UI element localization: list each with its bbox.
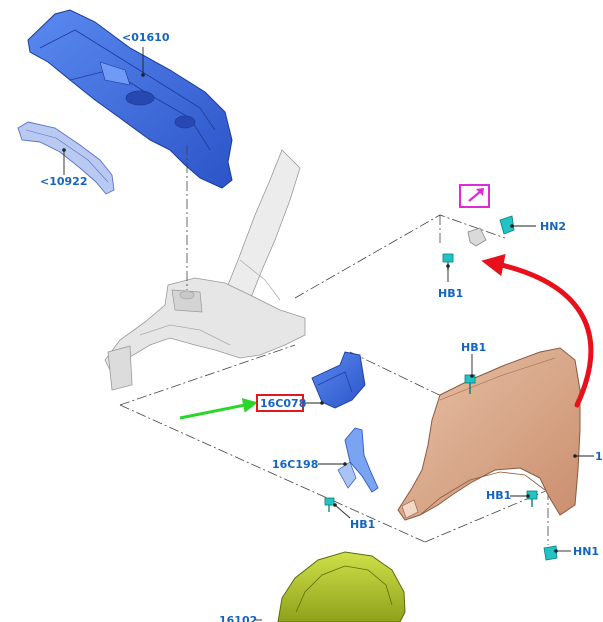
label-hb1-top[interactable]: HB1	[438, 287, 463, 300]
label-hb1-bracket[interactable]: HB1	[350, 518, 375, 531]
leader-lines	[62, 47, 594, 621]
fastener-hb1-fender-upper	[464, 374, 476, 394]
green-pointer-arrow	[179, 397, 258, 420]
fastener-hn2	[499, 215, 515, 235]
label-bracket-16c198[interactable]: 16C198	[272, 458, 318, 471]
wheel-liner-part	[277, 551, 406, 622]
label-hb1-fender-upper[interactable]: HB1	[461, 341, 486, 354]
dash-panel-part	[27, 9, 233, 189]
fender-part	[397, 347, 581, 521]
wrench-arrow-icon	[468, 188, 484, 202]
bracket-16c078-part	[311, 351, 366, 409]
label-bracket-16c078[interactable]: 16C078	[260, 397, 306, 410]
fastener-hb1-bracket	[324, 497, 335, 512]
label-hn1[interactable]: HN1	[573, 545, 599, 558]
label-dash-panel[interactable]: <01610	[122, 31, 170, 44]
magenta-symbol-box	[459, 184, 490, 208]
label-fender-partial[interactable]: 16	[595, 450, 603, 463]
cross-member-part	[17, 121, 115, 195]
body-structure-part	[104, 149, 306, 391]
fastener-hn1	[543, 545, 558, 561]
label-hn2[interactable]: HN2	[540, 220, 566, 233]
label-hb1-fender-lower[interactable]: HB1	[486, 489, 511, 502]
label-cross-member[interactable]: <10922	[40, 175, 88, 188]
small-bracket-part	[467, 227, 487, 247]
fastener-hb1-fender-lower	[526, 490, 538, 507]
red-curved-arrow	[481, 253, 594, 408]
bracket-16c198-part	[337, 427, 379, 493]
label-liner-partial[interactable]: 16102	[219, 614, 257, 622]
